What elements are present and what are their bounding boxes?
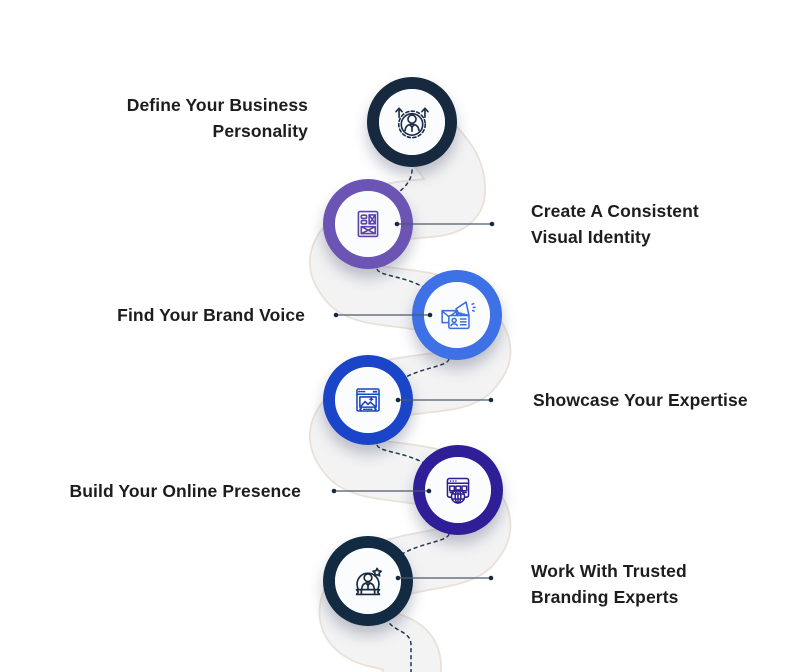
step-4-label: Showcase Your Expertise [533, 387, 748, 413]
dotted-link-1-2 [390, 162, 413, 199]
step-5-circle [413, 445, 503, 535]
step-6-circle-inner [335, 548, 401, 614]
step-1-circle [367, 77, 457, 167]
step-1-label-line-2: Personality [212, 121, 308, 141]
step-2-circle [323, 179, 413, 269]
dotted-link-5-6 [396, 527, 450, 558]
step-4-label-line-1: Showcase Your Expertise [533, 390, 748, 410]
browser-globe-icon [446, 477, 470, 504]
step-3-label: Find Your Brand Voice [117, 302, 305, 328]
step-2-label: Create A Consistent Visual Identity [531, 198, 699, 250]
step-3-label-line-1: Find Your Brand Voice [117, 305, 305, 325]
step-4-circle [323, 355, 413, 445]
wireframe-layout-icon [357, 210, 379, 238]
step-5-label-line-1: Build Your Online Presence [69, 481, 301, 501]
step-2-circle-inner [335, 191, 401, 257]
step-1-circle-inner [379, 89, 445, 155]
step-1-label: Define Your Business Personality [127, 92, 308, 144]
step-6-circle [323, 536, 413, 626]
step-5-label: Build Your Online Presence [70, 478, 301, 504]
browser-image-icon [356, 388, 380, 412]
step-2-label-line-2: Visual Identity [531, 227, 651, 247]
megaphone-id-card-icon [441, 301, 476, 330]
step-3-circle-inner [424, 282, 490, 348]
dotted-link-exit [385, 617, 412, 672]
step-1-label-line-1: Define Your Business [126, 95, 308, 115]
step-5-circle-inner [425, 457, 491, 523]
step-6-label-line-2: Branding Experts [531, 587, 679, 607]
step-4-circle-inner [335, 367, 401, 433]
step-3-circle [412, 270, 502, 360]
dotted-link-2-3 [376, 262, 431, 292]
dotted-link-3-4 [396, 352, 450, 383]
step-6-label: Work With Trusted Branding Experts [531, 558, 687, 610]
step-6-label-line-1: Work With Trusted [531, 561, 687, 581]
person-badge-star-icon [355, 567, 382, 596]
step-2-label-line-1: Create A Consistent [531, 201, 699, 221]
person-growth-gear-icon [395, 107, 429, 139]
